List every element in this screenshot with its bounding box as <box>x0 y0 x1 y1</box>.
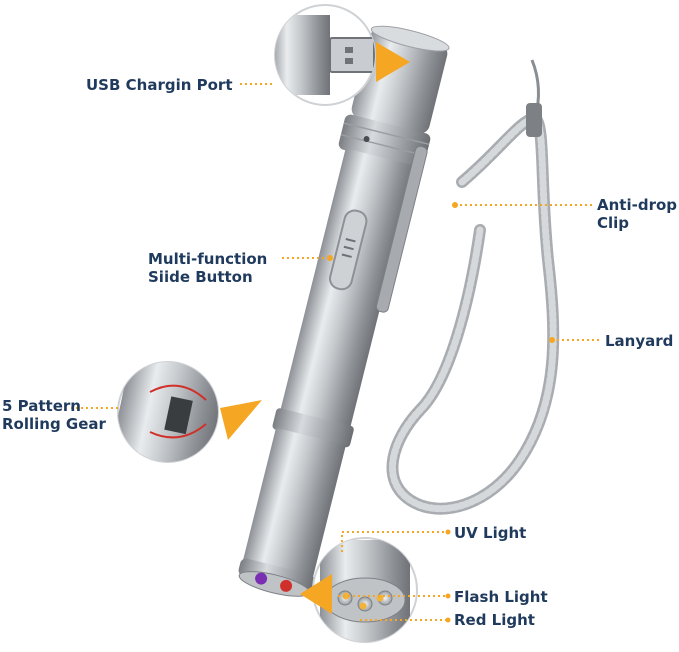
lanyard-label: Lanyard <box>605 332 674 350</box>
anti-drop-clip-label-line-1: Anti-drop <box>597 196 678 214</box>
usb-connector-icon <box>329 37 375 73</box>
rolling-gear-label-line-2: Rolling Gear <box>2 415 106 433</box>
multi-function-slide-button <box>328 209 368 291</box>
rolling-gear-label: 5 Pattern Rolling Gear <box>2 397 106 433</box>
leader-dots <box>327 202 555 623</box>
slide-button-label-line-1: Multi-function <box>148 250 268 268</box>
anti-drop-clip <box>375 145 428 313</box>
usb-charging-port-label: USB Chargin Port <box>86 76 233 94</box>
flash-light-label: Flash Light <box>454 588 548 606</box>
lights-callout <box>300 537 418 643</box>
flashlight-body <box>238 25 450 597</box>
lanyard-clasp <box>526 103 542 137</box>
slide-button-label: Multi-function Siide Button <box>148 250 267 286</box>
uv-light-label: UV Light <box>454 524 527 542</box>
rolling-gear-label-line-1: 5 Pattern <box>2 397 81 415</box>
anti-drop-clip-label-line-2: Clip <box>597 214 630 232</box>
red-light-label: Red Light <box>454 611 535 629</box>
usb-port-callout <box>240 4 410 106</box>
rolling-gear-callout <box>70 361 262 463</box>
anti-drop-clip-label: Anti-drop Clip <box>597 196 677 232</box>
slide-button-label-line-2: Siide Button <box>148 268 253 286</box>
leader-lines <box>282 204 600 621</box>
lanyard-strap <box>386 59 560 515</box>
